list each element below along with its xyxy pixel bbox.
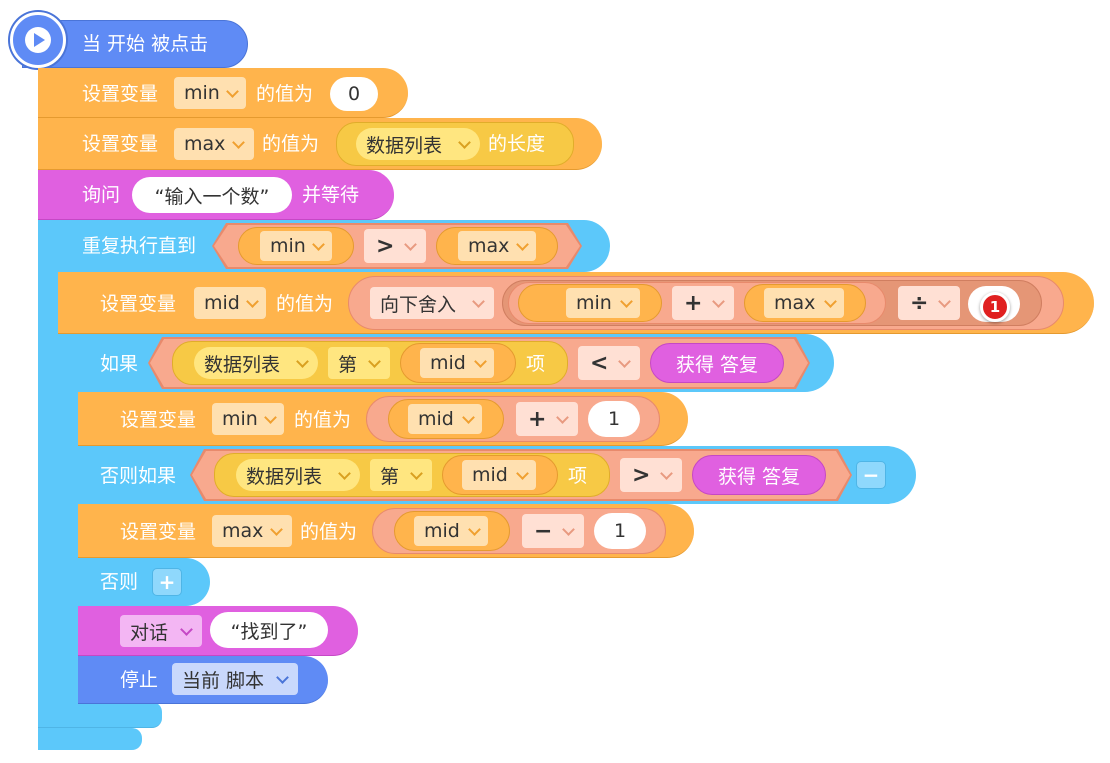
operator-dropdown-gt[interactable]: > xyxy=(620,458,682,492)
chevron-down-icon xyxy=(468,523,481,536)
value-is-label: 的值为 xyxy=(262,133,320,155)
operator-dropdown-plus[interactable]: + xyxy=(516,402,578,436)
variable-dropdown-mid[interactable]: mid xyxy=(408,404,482,434)
chevron-down-icon xyxy=(516,238,529,251)
value-is-label: 的值为 xyxy=(256,83,314,105)
chevron-down-icon xyxy=(180,623,193,636)
say-text-input[interactable]: “找到了” xyxy=(210,612,328,648)
item-index-mode-dropdown[interactable]: 第 xyxy=(370,459,432,491)
repeat-inner-arm xyxy=(38,272,58,728)
stop-option-dropdown[interactable]: 当前 脚本 xyxy=(172,663,298,695)
chevron-down-icon xyxy=(824,295,837,308)
operator-dropdown-divide[interactable]: ÷ xyxy=(898,286,960,320)
operator-dropdown-plus[interactable]: + xyxy=(672,286,734,320)
list-dropdown[interactable]: 数据列表 xyxy=(356,128,480,160)
variable-dropdown-min[interactable]: min xyxy=(260,231,332,261)
round-down-dropdown[interactable]: 向下舍入 xyxy=(370,287,494,319)
chevron-down-icon xyxy=(458,136,471,149)
chevron-down-icon xyxy=(712,295,725,308)
item-label: 项 xyxy=(568,465,588,487)
chevron-down-icon xyxy=(660,467,673,480)
operator-dropdown-lt[interactable]: < xyxy=(578,346,640,380)
variable-dropdown-mid[interactable]: mid xyxy=(414,516,488,546)
remove-else-if-button[interactable]: − xyxy=(856,461,886,489)
chevron-down-icon xyxy=(270,523,283,536)
chevron-down-icon xyxy=(516,467,529,480)
say-mode-dropdown[interactable]: 对话 xyxy=(120,615,202,647)
chevron-down-icon xyxy=(264,411,277,424)
number-input[interactable]: 1 xyxy=(594,513,646,549)
set-variable-label: 设置变量 xyxy=(82,133,159,155)
answer-reporter[interactable]: 获得 答复 xyxy=(650,343,784,383)
value-is-label: 的值为 xyxy=(276,293,334,315)
else-row[interactable] xyxy=(58,558,210,606)
chevron-down-icon xyxy=(276,671,289,684)
stop-label: 停止 xyxy=(120,669,159,691)
value-input-min[interactable]: 0 xyxy=(330,77,378,111)
plus-icon: + xyxy=(158,570,176,594)
chevron-down-icon xyxy=(296,355,309,368)
value-is-label: 的值为 xyxy=(294,409,352,431)
hat-label: 当 开始 被点击 xyxy=(82,33,209,55)
else-label: 否则 xyxy=(100,571,139,593)
chevron-down-icon xyxy=(472,295,485,308)
error-badge: 1 xyxy=(980,292,1010,322)
chevron-down-icon xyxy=(232,136,245,149)
variable-dropdown-mid[interactable]: mid xyxy=(194,287,266,319)
and-wait-label: 并等待 xyxy=(302,184,360,206)
variable-dropdown-min[interactable]: min xyxy=(174,77,246,109)
item-index-mode-dropdown[interactable]: 第 xyxy=(328,347,390,379)
ask-question-input[interactable]: “输入一个数” xyxy=(132,177,292,213)
chevron-down-icon xyxy=(404,238,417,251)
set-variable-label: 设置变量 xyxy=(120,409,197,431)
if-label: 如果 xyxy=(100,353,139,375)
chevron-down-icon xyxy=(938,295,951,308)
repeat-until-label: 重复执行直到 xyxy=(82,235,197,257)
else-if-label: 否则如果 xyxy=(100,465,177,487)
operator-dropdown-minus[interactable]: − xyxy=(522,514,584,548)
start-flag-icon[interactable] xyxy=(10,12,66,68)
set-variable-label: 设置变量 xyxy=(120,521,197,543)
set-variable-label: 设置变量 xyxy=(82,83,159,105)
answer-reporter[interactable]: 获得 答复 xyxy=(692,455,826,495)
chevron-down-icon xyxy=(246,295,259,308)
variable-dropdown-min[interactable]: min xyxy=(212,403,284,435)
script-end-cap xyxy=(38,728,142,750)
set-variable-label: 设置变量 xyxy=(100,293,177,315)
chevron-down-icon xyxy=(368,355,381,368)
chevron-down-icon xyxy=(556,411,569,424)
if-inner-arm xyxy=(58,392,78,702)
variable-dropdown-max[interactable]: max xyxy=(174,128,254,160)
chevron-down-icon xyxy=(462,411,475,424)
list-dropdown[interactable]: 数据列表 xyxy=(236,459,360,491)
list-dropdown[interactable]: 数据列表 xyxy=(194,347,318,379)
chevron-down-icon xyxy=(618,355,631,368)
chevron-down-icon xyxy=(312,238,325,251)
chevron-down-icon xyxy=(226,85,239,98)
variable-dropdown-min[interactable]: min xyxy=(566,288,640,318)
chevron-down-icon xyxy=(410,467,423,480)
variable-dropdown-max[interactable]: max xyxy=(212,515,292,547)
variable-dropdown-max[interactable]: max xyxy=(458,231,536,261)
value-is-label: 的值为 xyxy=(300,521,358,543)
length-label: 的长度 xyxy=(488,133,546,155)
operator-dropdown-gt[interactable]: > xyxy=(364,229,426,263)
add-else-if-button[interactable]: + xyxy=(152,568,182,596)
variable-dropdown-mid[interactable]: mid xyxy=(462,460,536,490)
chevron-down-icon xyxy=(474,355,487,368)
minus-icon: − xyxy=(862,463,880,487)
chevron-down-icon xyxy=(620,295,633,308)
chevron-down-icon xyxy=(562,523,575,536)
variable-dropdown-max[interactable]: max xyxy=(764,288,844,318)
ask-label: 询问 xyxy=(82,184,121,206)
repeat-bottom-arm xyxy=(38,702,162,728)
number-input[interactable]: 1 xyxy=(588,401,640,437)
chevron-down-icon xyxy=(338,467,351,480)
variable-dropdown-mid[interactable]: mid xyxy=(420,348,494,378)
item-label: 项 xyxy=(526,353,546,375)
